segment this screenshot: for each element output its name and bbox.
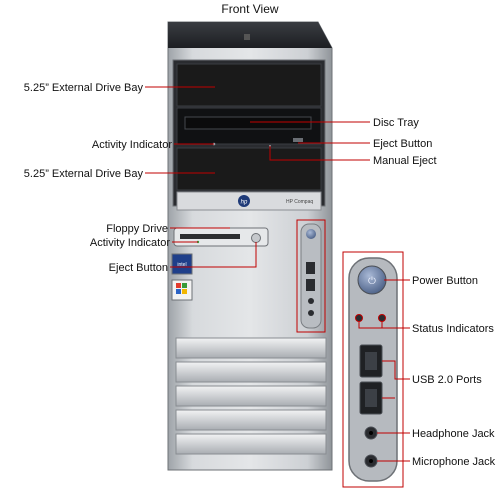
label-microphone-jack: Microphone Jack (412, 456, 496, 468)
hp-logo (238, 195, 250, 207)
diagram-title: Front View (221, 2, 278, 16)
label-floppy-activity-indicator: Activity Indicator (90, 237, 170, 249)
computer-tower: hp HP Compaq intel (167, 21, 333, 471)
io-panel-small (300, 223, 322, 329)
io-panel-highlight (296, 219, 326, 333)
power-icon: ⏻ (368, 276, 376, 287)
label-drive-bay-top: 5.25” External Drive Bay (24, 82, 144, 94)
io-panel-highlight-large (342, 251, 404, 488)
label-status-indicators: Status Indicators (412, 323, 494, 335)
label-drive-bay-bottom: 5.25” External Drive Bay (24, 168, 144, 180)
floppy-eject-button (251, 233, 261, 243)
label-headphone-jack: Headphone Jack (412, 428, 495, 440)
status-indicator-left (355, 314, 363, 322)
floppy-slot (180, 234, 240, 239)
top-latch (244, 34, 250, 40)
label-floppy-eject-button: Eject Button (109, 262, 168, 274)
intel-sticker (171, 253, 193, 275)
label-floppy-drive: Floppy Drive (106, 223, 168, 235)
label-usb-ports: USB 2.0 Ports (412, 374, 482, 386)
svg-text:hp: hp (241, 200, 248, 206)
leader-lines (145, 86, 410, 462)
svg-text:intel: intel (177, 262, 186, 268)
optical-eject-button (293, 138, 303, 142)
label-manual-eject: Manual Eject (373, 155, 437, 167)
drive-bay-upper (176, 63, 322, 107)
label-disc-tray: Disc Tray (373, 117, 419, 129)
label-eject-button: Eject Button (373, 138, 432, 150)
drive-bay-lower (176, 147, 322, 191)
label-power-button: Power Button (412, 275, 478, 287)
disc-tray (184, 116, 312, 130)
power-button-small (306, 229, 316, 239)
brand-text: HP Compaq (286, 199, 313, 205)
front-vents (175, 337, 327, 455)
status-indicator-right (378, 314, 386, 322)
io-panel-enlarged: ⏻ (342, 251, 404, 488)
label-activity-indicator: Activity Indicator (92, 139, 172, 151)
